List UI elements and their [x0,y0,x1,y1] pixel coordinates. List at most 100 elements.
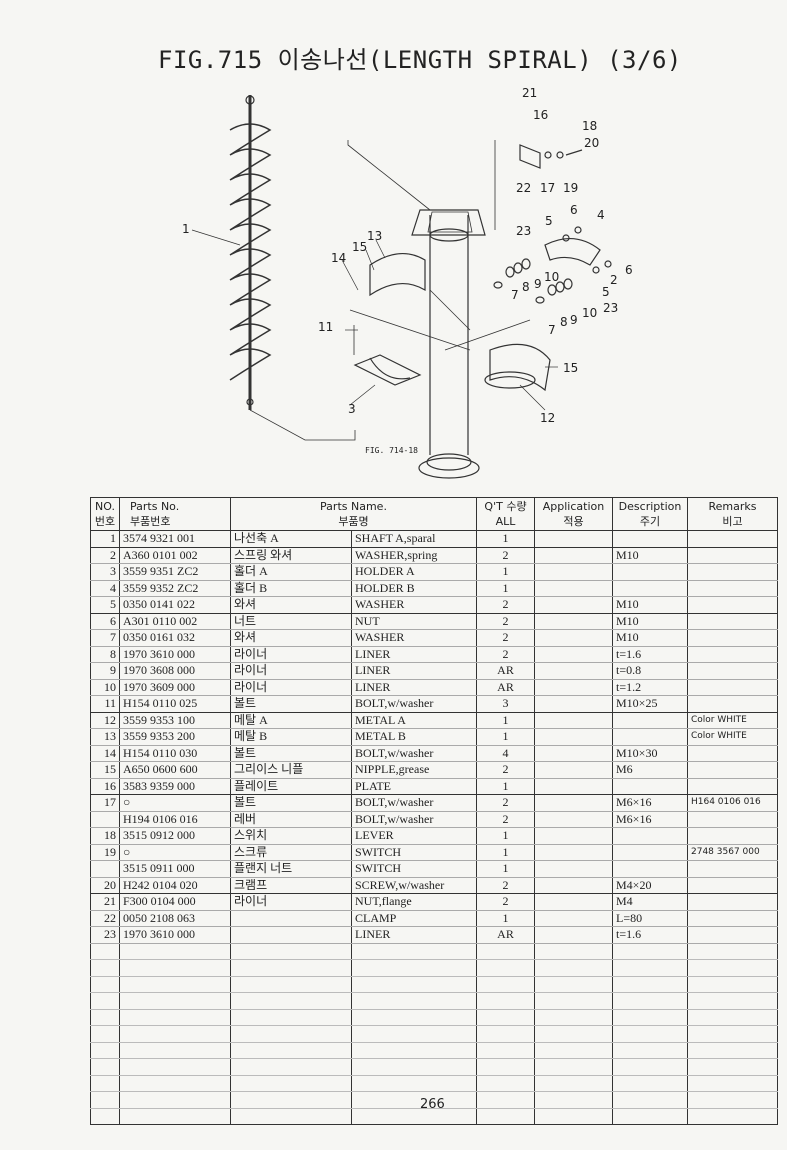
cell-en: WASHER,spring [351,547,477,564]
empty-cell [230,1058,352,1076]
empty-cell [534,976,613,993]
cell-kr: 볼트 [230,745,352,762]
cell-part: A301 0110 002 [119,613,231,630]
cell-part: H154 0110 030 [119,745,231,762]
svg-text:1: 1 [182,222,190,236]
empty-cell [351,1025,477,1043]
cell-en: WASHER [351,596,477,614]
empty-cell [119,959,231,977]
cell-desc: M6×16 [612,811,688,828]
cell-part: 0050 2108 063 [119,910,231,927]
cell-app [534,646,613,663]
cell-app [534,629,613,647]
cell-qty: 1 [476,827,535,845]
empty-cell [687,1108,778,1125]
cell-en: HOLDER A [351,563,477,581]
callout-labels: 1 3 4 5 5 6 6 7 7 8 8 9 9 10 10 11 12 13… [182,86,633,455]
svg-text:16: 16 [533,108,548,122]
cell-desc [612,778,688,795]
empty-cell [534,1075,613,1092]
empty-cell [687,1042,778,1059]
svg-text:9: 9 [534,277,542,291]
header-no: NO.번호 [90,497,120,531]
empty-cell [351,1058,477,1076]
svg-text:3: 3 [348,402,356,416]
svg-text:6: 6 [570,203,578,217]
cell-rem [687,910,778,927]
cell-no: 3 [90,563,120,581]
cell-app [534,910,613,927]
cell-part: A650 0600 600 [119,761,231,779]
cell-no: 7 [90,629,120,647]
svg-text:4: 4 [597,208,605,222]
cell-part: 3515 0912 000 [119,827,231,845]
empty-cell [534,959,613,977]
spiral-shaft [229,95,272,410]
cell-kr: 플레이트 [230,778,352,795]
cell-qty: 1 [476,580,535,597]
cell-no: 14 [90,745,120,762]
empty-cell [612,1009,688,1026]
empty-cell [90,1058,120,1076]
svg-text:12: 12 [540,411,555,425]
cell-qty: AR [476,926,535,944]
cell-app [534,613,613,630]
empty-cell [119,1009,231,1026]
cell-part: F300 0104 000 [119,893,231,911]
cell-part: H242 0104 020 [119,877,231,894]
svg-text:15: 15 [563,361,578,375]
empty-cell [534,1042,613,1059]
svg-text:23: 23 [516,224,531,238]
cell-en: WASHER [351,629,477,647]
cell-app [534,662,613,680]
empty-cell [612,1025,688,1043]
cell-no [90,860,120,878]
cell-part: H154 0110 025 [119,695,231,713]
cell-en: BOLT,w/washer [351,695,477,713]
cell-no: 10 [90,679,120,696]
empty-cell [90,943,120,960]
empty-cell [230,959,352,977]
cell-en: BOLT,w/washer [351,811,477,828]
page-number: 266 [420,1097,445,1112]
cell-en: SWITCH [351,860,477,878]
cell-qty: AR [476,662,535,680]
cell-desc: L=80 [612,910,688,927]
cell-part: 3583 9359 000 [119,778,231,795]
svg-text:23: 23 [603,301,618,315]
parts-table: NO.번호 Parts No.부품번호 Parts Name.부품명 Q'T 수… [90,497,778,1125]
empty-cell [687,1075,778,1092]
cell-desc: M10×25 [612,695,688,713]
cell-qty: 2 [476,761,535,779]
cell-kr: 메탈 A [230,712,352,729]
empty-row [90,943,778,960]
svg-text:7: 7 [511,288,519,302]
empty-cell [476,943,535,960]
cell-kr: 볼트 [230,794,352,812]
header-parts-no: Parts No.부품번호 [119,497,231,531]
cell-en: HOLDER B [351,580,477,597]
empty-cell [230,1091,352,1109]
empty-cell [612,1075,688,1092]
cell-kr: 홀더 B [230,580,352,597]
reference-lines [249,140,531,441]
empty-cell [534,1058,613,1076]
cell-desc [612,844,688,861]
cell-en: BOLT,w/washer [351,794,477,812]
cell-app [534,860,613,878]
empty-cell [534,943,613,960]
empty-row [90,959,778,977]
cell-kr: 라이너 [230,662,352,680]
cell-part: 3559 9353 100 [119,712,231,729]
cell-rem [687,877,778,894]
cell-no: 15 [90,761,120,779]
cell-rem [687,547,778,564]
